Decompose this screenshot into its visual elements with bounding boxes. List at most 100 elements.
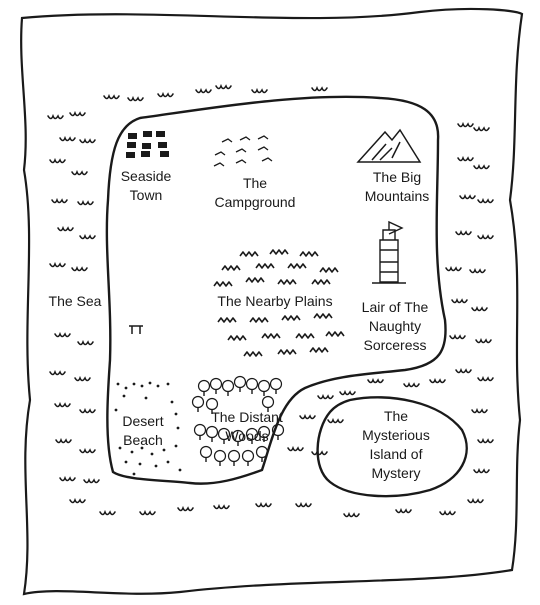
- wave-icon: [439, 509, 456, 516]
- wave-icon: [451, 297, 468, 304]
- grass-tuft-icon: [295, 333, 315, 339]
- wave-icon: [69, 110, 86, 117]
- grass-tuft-icon: [287, 263, 307, 269]
- wave-icon: [459, 193, 476, 200]
- sand-dot: [118, 446, 122, 450]
- wave-icon: [83, 477, 100, 484]
- tree-crown: [245, 377, 259, 391]
- mysterious-island-coast: [316, 396, 468, 498]
- tree-crown: [269, 377, 283, 391]
- wave-icon: [79, 447, 96, 454]
- wave-icon: [473, 467, 490, 474]
- wave-icon: [103, 93, 120, 100]
- wave-icon: [139, 509, 156, 516]
- wave-icon: [59, 135, 76, 142]
- sand-dot: [114, 408, 118, 412]
- sand-dot: [156, 384, 160, 388]
- grass-tuft-icon: [281, 315, 301, 321]
- grass-tuft-icon: [277, 349, 297, 355]
- wave-icon: [429, 377, 446, 384]
- wave-icon: [57, 225, 74, 232]
- sand-dot: [138, 462, 142, 466]
- grass-tuft-icon: [249, 317, 269, 323]
- wave-icon: [477, 197, 494, 204]
- sand-dot: [140, 384, 144, 388]
- wave-icon: [71, 265, 88, 272]
- town-houses-icon: [126, 131, 169, 158]
- wave-icon: [49, 261, 66, 268]
- grass-tuft-icon: [255, 263, 275, 269]
- grass-tuft-icon: [221, 265, 241, 271]
- wave-icon: [287, 445, 304, 452]
- wave-icon: [49, 157, 66, 164]
- grass-tuft-icon: [313, 313, 333, 319]
- tree-crown: [227, 449, 241, 463]
- label-nearby-plains: The Nearby Plains: [217, 293, 333, 309]
- wave-icon: [77, 339, 94, 346]
- wave-icon: [79, 407, 96, 414]
- grass-tuft-icon: [245, 277, 265, 283]
- grass-tuft-icon: [325, 331, 345, 337]
- sand-dot: [166, 460, 170, 464]
- grass-tuft-icon: [217, 317, 237, 323]
- tree-crown: [213, 449, 227, 463]
- wave-icon: [251, 87, 268, 94]
- wave-icon: [473, 163, 490, 170]
- grass-tuft-icon: [299, 251, 319, 257]
- trees-icon: [191, 375, 285, 466]
- grass-tuft-icon: [243, 351, 263, 357]
- wave-icon: [477, 233, 494, 240]
- wave-icon: [157, 91, 174, 98]
- sand-dot: [116, 382, 120, 386]
- wave-icon: [79, 233, 96, 240]
- sand-dot: [166, 382, 170, 386]
- wave-icon: [327, 417, 344, 424]
- wave-icon: [343, 511, 360, 518]
- mainland-coast: [105, 95, 447, 485]
- sand-dot: [148, 381, 152, 385]
- sand-dot: [150, 452, 154, 456]
- tree-crown: [221, 379, 235, 393]
- wave-icon: [59, 475, 76, 482]
- tree-crown: [255, 445, 269, 459]
- wave-icon: [195, 87, 212, 94]
- wave-icon: [455, 229, 472, 236]
- sand-dot: [174, 412, 178, 416]
- wave-icon: [299, 413, 316, 420]
- sand-dot: [176, 426, 180, 430]
- parchment-border: [20, 7, 524, 596]
- wave-icon: [471, 305, 488, 312]
- wave-icon: [367, 377, 384, 384]
- grass-tufts-icon: [213, 249, 345, 357]
- wave-icon: [395, 507, 412, 514]
- wave-icon: [71, 169, 88, 176]
- wave-icon: [215, 83, 232, 90]
- tree-crown: [241, 449, 255, 463]
- tree-crown: [197, 379, 211, 393]
- sand-dot: [154, 464, 158, 468]
- wave-icon: [79, 137, 96, 144]
- tree-crown: [233, 375, 247, 389]
- wave-icon: [255, 501, 272, 508]
- sand-dot: [124, 460, 128, 464]
- wave-icon: [77, 199, 94, 206]
- tree-crown: [257, 379, 271, 393]
- wave-icon: [127, 95, 144, 102]
- sand-dot: [132, 472, 136, 476]
- wave-icon: [339, 389, 356, 396]
- wave-icon: [49, 369, 66, 376]
- grass-tuft-icon: [227, 335, 247, 341]
- tree-crown: [261, 395, 275, 409]
- wave-icon: [457, 121, 474, 128]
- sand-dot: [132, 382, 136, 386]
- grass-tuft-icon: [309, 347, 329, 353]
- label-sea: The Sea: [48, 293, 102, 309]
- grass-tuft-icon: [319, 267, 339, 273]
- wave-icon: [311, 85, 328, 92]
- grass-tuft-icon: [261, 333, 281, 339]
- wave-icon: [469, 267, 486, 274]
